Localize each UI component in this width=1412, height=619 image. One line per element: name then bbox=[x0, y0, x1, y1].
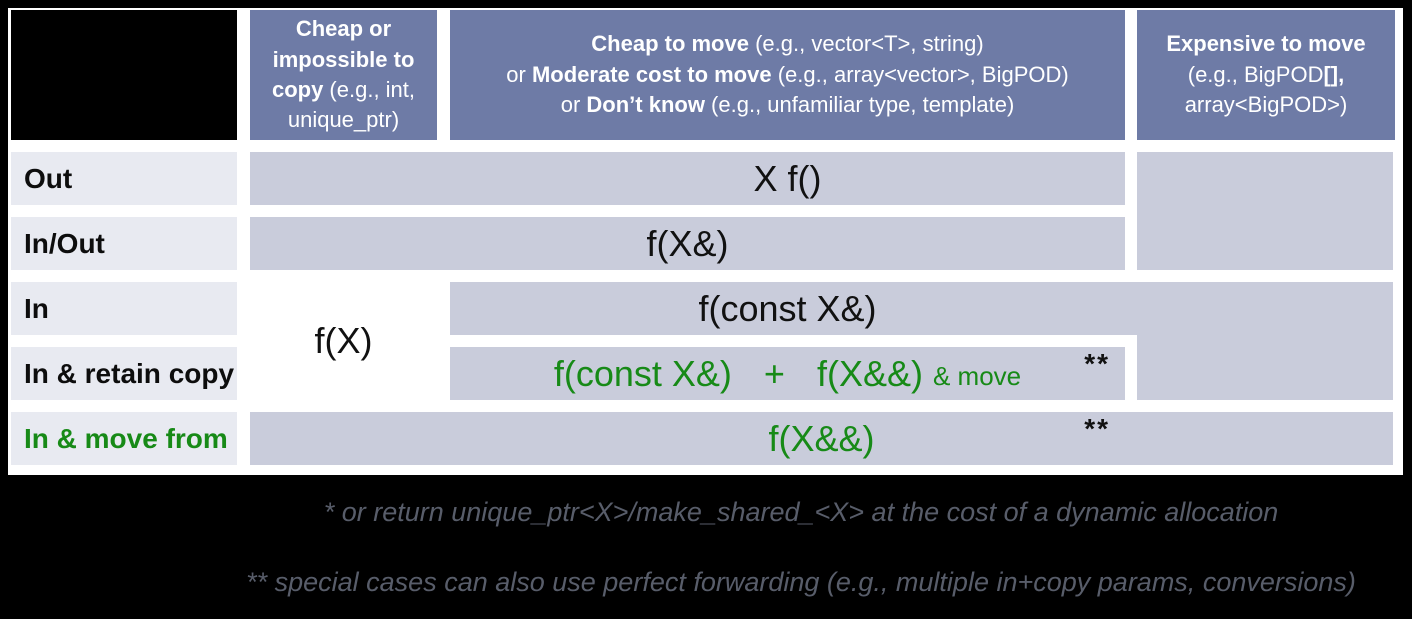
movefrom-code-text: f(X&&) bbox=[768, 417, 875, 459]
cell-move-from-span: ** bbox=[250, 412, 1393, 465]
header-expensive-line1: Expensive to move bbox=[1166, 31, 1366, 57]
retain-double-star-marker: ** bbox=[1084, 348, 1110, 379]
retain-and-move-note: & move bbox=[932, 361, 1022, 391]
cell-out-span bbox=[250, 152, 1125, 205]
corner-black-box bbox=[11, 10, 237, 140]
footnote-dynamic-allocation: * or return unique_ptr<X>/make_shared_<X… bbox=[323, 497, 1279, 527]
inout-code-text: f(X&) bbox=[646, 222, 729, 264]
header-cheap-move-line2: or Moderate cost to move (e.g., array<ve… bbox=[506, 61, 1069, 87]
cell-in-by-value: f(X) bbox=[250, 282, 437, 400]
header-cheap-to-move: Cheap to move (e.g., vector<T>, string) … bbox=[450, 10, 1125, 140]
row-label-in-out: In/Out bbox=[11, 217, 237, 270]
retain-plus-sign: + bbox=[763, 352, 785, 394]
header-expensive-line2: (e.g., BigPOD[], bbox=[1187, 61, 1345, 87]
retain-const-ref: f(const X&) bbox=[553, 352, 732, 394]
cell-expensive-in-retain-merged bbox=[1137, 282, 1393, 400]
row-label-out: Out bbox=[11, 152, 237, 205]
header-expensive-to-move: Expensive to move (e.g., BigPOD[], array… bbox=[1137, 10, 1395, 140]
row-label-in: In bbox=[11, 282, 237, 335]
movefrom-double-star-marker: ** bbox=[1084, 413, 1110, 444]
cell-expensive-out-inout-merged bbox=[1137, 152, 1393, 270]
header-cheap-copy-text: Cheap or impossible to copy (e.g., int, … bbox=[271, 16, 416, 133]
in-const-code-text: f(const X&) bbox=[698, 287, 877, 329]
header-expensive-line3: array<BigPOD>) bbox=[1184, 92, 1348, 118]
out-code-text: X f() bbox=[753, 157, 822, 199]
header-cheap-or-impossible-to-copy: Cheap or impossible to copy (e.g., int, … bbox=[250, 10, 437, 140]
retain-code-text: f(const X&) + f(X&&) & move bbox=[450, 347, 1125, 400]
row-label-in-move-from: In & move from bbox=[11, 412, 237, 465]
footnote-perfect-forwarding: ** special cases can also use perfect fo… bbox=[246, 567, 1356, 597]
row-label-in-retain-copy: In & retain copy bbox=[11, 347, 237, 400]
cell-retain-copy: ** bbox=[450, 347, 1125, 400]
code-f-of-x: f(X) bbox=[314, 320, 373, 361]
retain-rvalue-ref: f(X&&) bbox=[816, 352, 923, 394]
header-cheap-move-line1: Cheap to move (e.g., vector<T>, string) bbox=[591, 31, 984, 57]
header-cheap-move-line3: or Don’t know (e.g., unfamiliar type, te… bbox=[560, 92, 1015, 118]
cell-inout-span bbox=[250, 217, 1125, 270]
